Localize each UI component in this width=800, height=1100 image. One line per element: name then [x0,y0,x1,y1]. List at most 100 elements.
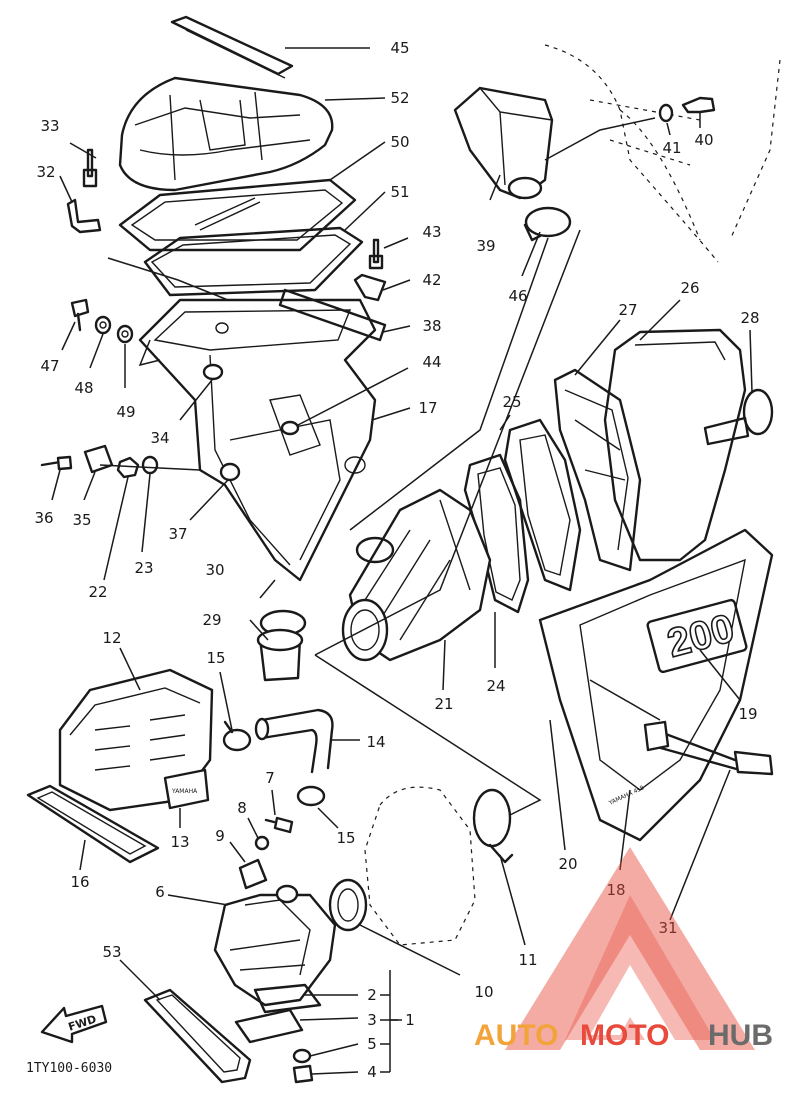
callout-31: 31 [658,919,677,937]
callout-10: 10 [474,983,493,1001]
clamp-11 [472,788,514,864]
leader-lines [51,47,753,1075]
seal-16 [26,784,160,864]
element-50 [118,178,357,252]
callout-43: 43 [422,223,441,241]
bracket-42 [353,273,387,302]
grommet-37 [219,462,241,482]
callout-7: 7 [265,769,275,787]
bolt-40 [681,96,716,114]
callout-15-upper: 15 [206,649,225,667]
washer-5 [292,1048,312,1064]
grommet-34 [202,363,224,381]
screw-4 [292,1064,314,1084]
fwd-arrow-icon: FWD [40,1004,108,1044]
callout-3: 3 [367,1011,377,1029]
callout-24: 24 [486,677,505,695]
callout-15-lower: 15 [336,829,355,847]
callout-11: 11 [518,951,537,969]
cap-29 [256,628,304,682]
callout-41: 41 [662,139,681,157]
callout-34: 34 [150,429,169,447]
joint-10 [328,786,476,946]
callout-18: 18 [606,881,625,899]
stopper-3 [234,1008,304,1044]
callout-17: 17 [418,399,437,417]
callout-46: 46 [508,287,527,305]
seal-51 [143,226,364,297]
callout-39: 39 [476,237,495,255]
clip-15a [222,720,252,752]
screw-7 [264,816,294,834]
hose-14 [254,708,334,774]
cover-26 [603,328,747,562]
holder-35 [83,444,114,474]
seal-38 [278,288,387,342]
callout-32: 32 [36,163,55,181]
washer-49 [116,324,134,344]
callout-30: 30 [205,561,224,579]
side-cover-20: YAMAHA 4s8 [538,528,774,842]
callout-1: 1 [405,1011,415,1029]
rivet-36 [40,455,73,471]
seal-27 [553,368,642,572]
holder-9 [238,858,268,890]
gasket-24 [463,453,530,614]
callout-37: 37 [168,525,187,543]
callout-12: 12 [102,629,121,647]
clip-15b [296,785,326,807]
callout-36: 36 [34,509,53,527]
callout-2: 2 [367,986,377,1004]
callout-6: 6 [155,883,165,901]
callout-44: 44 [422,353,441,371]
washer-41 [658,103,674,123]
strap-45 [170,15,294,79]
plug-44 [280,420,300,436]
callout-52: 52 [390,89,409,107]
gasket-53 [143,988,252,1084]
callouts: 45 52 50 51 33 32 43 42 38 47 48 49 34 4… [34,39,759,1081]
callout-21: 21 [434,695,453,713]
callout-50: 50 [390,133,409,151]
reed-valve-assembly-6 [213,884,337,1007]
callout-9: 9 [215,827,225,845]
callout-14: 14 [366,733,385,751]
callout-5: 5 [367,1035,377,1053]
callout-25: 25 [502,393,521,411]
clamp-32 [66,198,102,234]
band-31 [643,720,774,776]
joint-21 [341,488,492,662]
rivet-43 [368,238,384,270]
callout-33: 33 [40,117,59,135]
callout-38: 38 [422,317,441,335]
callout-8: 8 [237,799,247,817]
callout-22: 22 [88,583,107,601]
callout-23: 23 [134,559,153,577]
callout-27: 27 [618,301,637,319]
damper-28 [703,388,774,446]
drawing-code: 1TY100-6030 [26,1061,112,1076]
clamp-46-ring [355,536,395,564]
callout-28: 28 [740,309,759,327]
nut-22 [116,456,140,479]
callout-35: 35 [72,511,91,529]
decal-text: YAMAHA [171,788,198,795]
callout-51: 51 [390,183,409,201]
callout-19: 19 [738,705,757,723]
callout-29: 29 [202,611,221,629]
washer-48 [94,315,112,335]
washer-8 [254,835,270,851]
callout-40: 40 [694,131,713,149]
callout-47: 47 [40,357,59,375]
callout-48: 48 [74,379,93,397]
callout-16: 16 [70,873,89,891]
cap-39 [453,86,554,200]
callout-42: 42 [422,271,441,289]
callout-4: 4 [367,1063,377,1081]
washer-23 [141,455,159,475]
reed-valve-2 [253,983,322,1014]
clamp-46 [523,206,572,242]
callout-53: 53 [102,943,121,961]
gasket-25 [503,418,582,592]
